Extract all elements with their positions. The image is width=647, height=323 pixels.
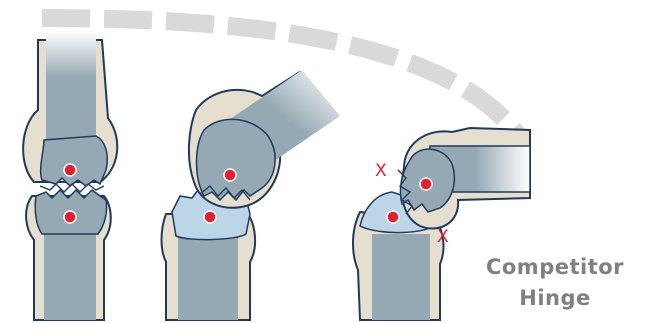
misalignment-x-lower: X [437,227,449,247]
label-line-competitor: Competitor [485,255,625,279]
motion-arc [41,9,528,144]
femur-condyle [39,135,108,187]
pivot-dot-upper [419,177,433,191]
competitor-hinge-label: Competitor Hinge [470,252,640,314]
femur-shaft [46,30,96,167]
pivot-dot-lower [203,210,217,224]
knee-joint-straight [22,30,119,321]
pivot-dot-lower [386,210,400,224]
tibia-shaft [178,220,238,320]
pivot-dot-upper [223,168,237,182]
tibia-shaft [372,234,430,320]
knee-joint-bent [160,70,340,321]
label-line-hinge: Hinge [519,286,591,310]
femur-condyle [195,118,276,202]
misalignment-x-upper: X [375,161,387,181]
hinge-joint-bent-misaligned: X X [352,126,531,321]
pivot-dot-lower [63,210,77,224]
pivot-dot-upper [63,163,77,177]
